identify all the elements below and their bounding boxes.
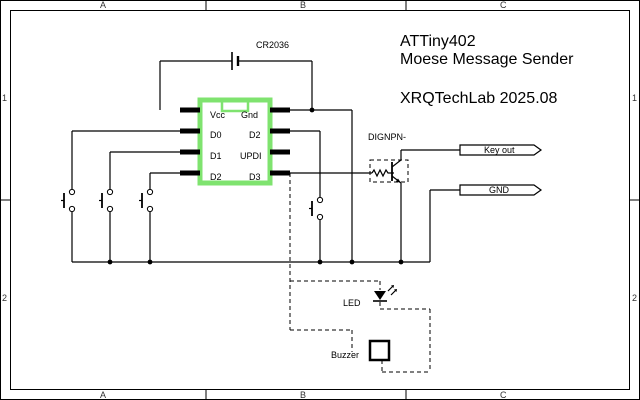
title-project: Moese Message Sender — [400, 51, 574, 68]
pin-label-d2-left: D2 — [210, 172, 222, 182]
port-gnd — [459, 184, 543, 196]
junction — [309, 107, 315, 113]
push-button-1 — [61, 188, 76, 213]
port-gnd-label: GND — [489, 185, 510, 195]
led-label: LED — [343, 298, 361, 308]
column-ref-a-bottom: A — [100, 390, 106, 400]
port-key-out-label: Key out — [484, 145, 515, 155]
pin-label-d3: D3 — [249, 172, 261, 182]
pin-label-d0: D0 — [210, 130, 222, 140]
push-button-4 — [309, 196, 324, 221]
column-ref-c: C — [500, 0, 507, 10]
port-key-out — [459, 144, 543, 156]
title-author-date: XRQTechLab 2025.08 — [400, 90, 558, 107]
row-ref-1: 1 — [2, 93, 7, 103]
inner-border — [10, 10, 630, 390]
battery-symbol — [159, 52, 313, 110]
pin-label-vcc: Vcc — [210, 110, 226, 120]
junction — [398, 259, 404, 265]
pin-label-gnd: Gnd — [241, 110, 258, 120]
junction — [349, 259, 355, 265]
row-ref-1-right: 1 — [632, 93, 637, 103]
pin-label-d1: D1 — [210, 151, 222, 161]
row-ref-2: 2 — [2, 293, 7, 303]
title-chip: ATTiny402 — [400, 33, 476, 50]
attiny402-chip — [180, 97, 290, 186]
buzzer-symbol — [368, 339, 391, 362]
battery-label: CR2036 — [256, 40, 289, 50]
column-ref-b: B — [300, 0, 306, 10]
pin-label-updi: UPDI — [240, 151, 262, 161]
push-button-2 — [99, 188, 114, 213]
column-ref-a: A — [100, 0, 106, 10]
column-ref-c-bottom: C — [500, 390, 507, 400]
buzzer-label: Buzzer — [331, 350, 359, 360]
row-ref-2-right: 2 — [632, 293, 637, 303]
pin-label-d2-right: D2 — [249, 130, 261, 140]
junction — [317, 259, 323, 265]
led-symbol — [373, 285, 397, 302]
column-ref-b-bottom: B — [300, 390, 306, 400]
transistor-symbol — [369, 150, 409, 262]
junction — [147, 259, 153, 265]
transistor-label: DIGNPN- — [368, 132, 406, 142]
junction — [107, 259, 113, 265]
push-button-3 — [139, 188, 154, 213]
